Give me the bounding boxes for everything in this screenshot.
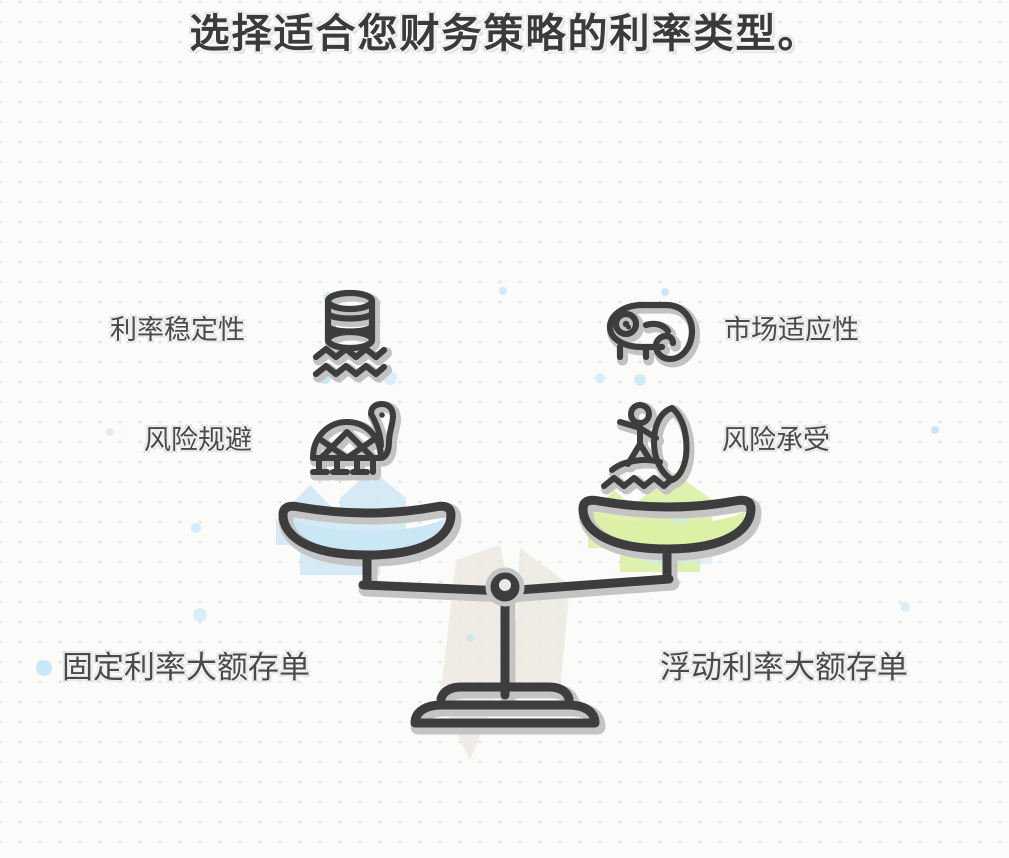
surfer-icon [598,400,703,495]
turtle-icon [303,401,403,490]
balance-scale [255,485,762,755]
accent-dot [36,660,52,676]
accent-dot [793,330,801,338]
feature-label-rate-stability: 利率稳定性 [110,315,245,345]
accent-dot [931,426,939,434]
accent-dot [203,331,213,341]
accent-dot [595,373,605,383]
accent-dot [499,287,507,295]
accent-dot [661,288,669,296]
right-pan-caption: 浮动利率大额存单 [660,650,908,685]
accent-dot [106,428,114,436]
feature-label-market-adaptability: 市场适应性 [724,315,859,345]
feature-label-risk-tolerance: 风险承受 [722,425,830,455]
chameleon-icon [600,295,710,380]
feature-label-risk-aversion: 风险规避 [144,425,252,455]
coin-stack-on-water-icon [310,285,410,385]
page-title: 选择适合您财务策略的利率类型。 [189,11,820,56]
accent-dot [191,523,201,533]
accent-dot [900,602,910,612]
accent-dot [634,374,646,386]
left-pan-caption: 固定利率大额存单 [62,650,310,685]
accent-dot [193,608,207,622]
